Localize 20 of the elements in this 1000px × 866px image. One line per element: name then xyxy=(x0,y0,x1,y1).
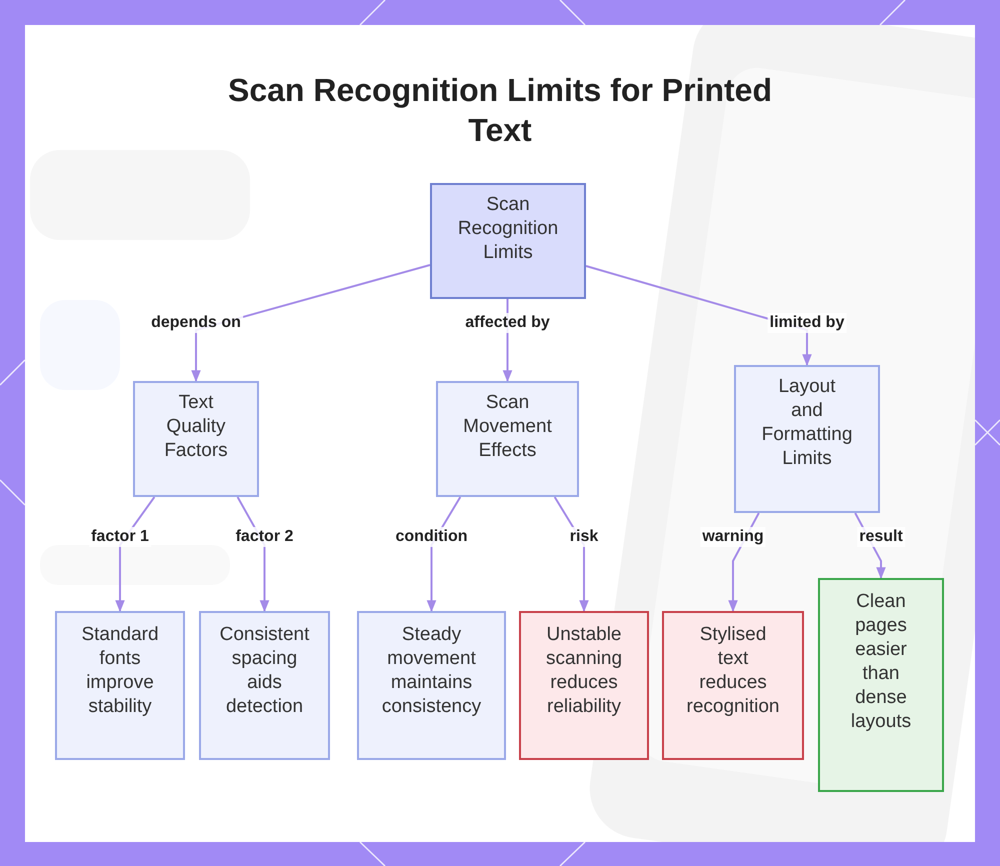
concept-box: Text Quality Factors xyxy=(133,381,259,497)
edge-label: factor 2 xyxy=(234,527,296,547)
concept-box: Consistent spacing aids detection xyxy=(199,611,330,760)
edge-label: result xyxy=(857,527,905,547)
edge-label: limited by xyxy=(768,313,846,333)
root-box: Scan Recognition Limits xyxy=(430,183,586,299)
edge-label: affected by xyxy=(463,313,552,333)
concept-box: Layout and Formatting Limits xyxy=(734,365,880,513)
concept-box: Scan Movement Effects xyxy=(436,381,579,497)
edge-label: warning xyxy=(700,527,766,547)
concept-box: Unstable scanning reduces reliability xyxy=(519,611,649,760)
concept-box: Clean pages easier than dense layouts xyxy=(818,578,944,792)
concept-box: Steady movement maintains consistency xyxy=(357,611,506,760)
edge-label: depends on xyxy=(149,313,243,333)
edge-label: risk xyxy=(568,527,600,547)
edge-label: condition xyxy=(394,527,470,547)
edge-label: factor 1 xyxy=(89,527,151,547)
concept-box: Stylised text reduces recognition xyxy=(662,611,804,760)
diagram-title: Scan Recognition Limits for Printed Text xyxy=(226,71,774,150)
concept-box: Standard fonts improve stability xyxy=(55,611,185,760)
